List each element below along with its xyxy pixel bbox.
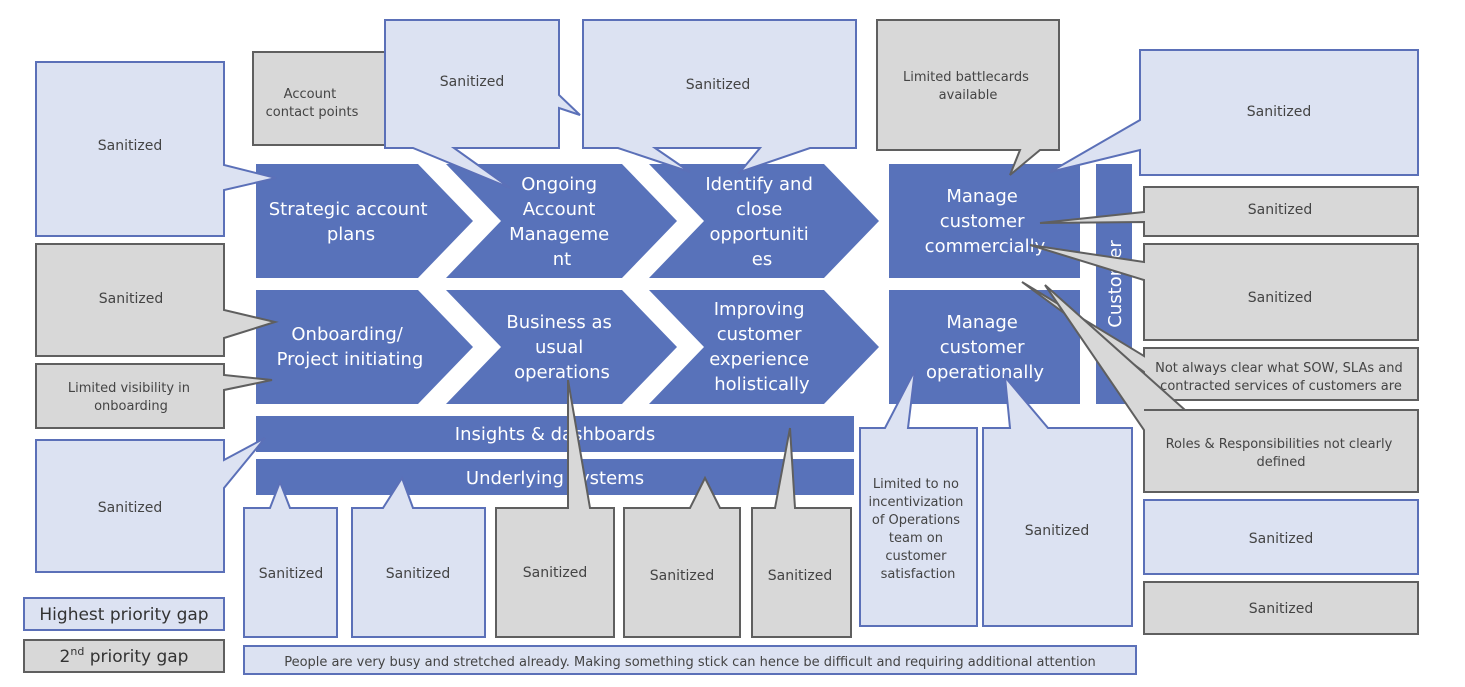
svg-text:Sanitized: Sanitized xyxy=(98,500,162,516)
svg-text:Highest priority gap: Highest priority gap xyxy=(39,605,208,625)
svg-text:Manage customer op: Manage customer operationally xyxy=(926,312,1044,383)
svg-text:Sanitized: Sanitized xyxy=(440,74,504,90)
underlying-systems-bar: Underlying systems xyxy=(256,459,854,495)
svg-text:Sanitized: Sanitized xyxy=(686,77,750,93)
callout-sow-sla-unclear: Not always clear what SOW, SLAs and cont… xyxy=(1021,281,1419,401)
svg-text:Underlying systems: Underlying systems xyxy=(466,468,644,489)
callout-right-grey-1: Sanitized xyxy=(1039,186,1419,237)
svg-text:Onboarding/ Project init: Onboarding/ Project initiating xyxy=(277,324,424,370)
callout-left-grey: Sanitized xyxy=(35,243,279,357)
svg-text:Sanitized: Sanitized xyxy=(1249,601,1313,617)
footer-note: People are very busy and stretched alrea… xyxy=(243,645,1137,675)
callout-right-grey-bottom: Sanitized xyxy=(1143,581,1419,635)
callout-right-grey-2: Sanitized xyxy=(1029,243,1419,341)
svg-text:Manage customer co: Manage customer commercially xyxy=(925,186,1046,257)
callout-operations: Sanitized xyxy=(982,373,1133,627)
svg-text:Sanitized: Sanitized xyxy=(650,568,714,584)
callout-roles-responsibilities: Roles & Responsibilities not clearly def… xyxy=(1044,284,1419,493)
process-identify-and-close-opportunities: Identify and close opportuniti es xyxy=(649,164,879,278)
legend-second-priority: 2nd priority gap xyxy=(23,639,225,673)
svg-text:Sanitized: Sanitized xyxy=(1025,523,1089,539)
callout-bottom-5: Sanitized xyxy=(751,427,852,638)
svg-text:Customer: Customer xyxy=(1105,240,1126,328)
svg-text:Improving customer: Improving customer experience holistical… xyxy=(709,299,815,395)
callout-bottom-1: Sanitized xyxy=(243,479,338,638)
svg-text:2nd priority gap: 2nd priority gap xyxy=(60,645,189,667)
process-improving-customer-experience: Improving customer experience holistical… xyxy=(649,290,879,404)
callout-right-blue-bottom: Sanitized xyxy=(1143,499,1419,575)
callout-limited-battlecards: Limited battlecards available xyxy=(876,19,1060,176)
callout-top-ongoing: Sanitized xyxy=(384,19,581,189)
svg-text:People are very busy and stret: People are very busy and stretched alrea… xyxy=(284,655,1096,670)
process-manage-customer-operationally: Manage customer operationally xyxy=(889,290,1080,404)
svg-text:Sanitized: Sanitized xyxy=(523,565,587,581)
legend-highest-priority: Highest priority gap xyxy=(23,597,225,631)
svg-text:Sanitized: Sanitized xyxy=(386,566,450,582)
insights-dashboards-bar: Insights & dashboards xyxy=(256,416,854,452)
svg-text:Sanitized: Sanitized xyxy=(98,138,162,154)
svg-text:Sanitized: Sanitized xyxy=(1249,531,1313,547)
callout-limited-incentivization: Limited to no incentivization of Operati… xyxy=(859,369,978,627)
callout-top-identify: Sanitized xyxy=(582,19,857,175)
callout-bottom-4: Sanitized xyxy=(623,475,741,638)
svg-text:Sanitized: Sanitized xyxy=(1247,104,1311,120)
process-business-as-usual-operations: Business as usual operations xyxy=(446,290,677,404)
svg-text:Roles & Responsibilities not c: Roles & Responsibilities not clearly def… xyxy=(1166,437,1397,470)
svg-text:Sanitized: Sanitized xyxy=(1248,290,1312,306)
callout-bottom-3: Sanitized xyxy=(495,379,615,638)
svg-text:Business as usual: Business as usual operations xyxy=(506,312,617,383)
svg-text:Account contact points: Account contact points xyxy=(266,87,359,120)
callout-account-contact-points: Account contact points xyxy=(252,51,397,146)
svg-text:Sanitized: Sanitized xyxy=(259,566,323,582)
process-manage-customer-commercially: Manage customer commercially xyxy=(889,164,1080,278)
svg-text:Ongoing Account Ma: Ongoing Account Manageme nt xyxy=(509,174,615,270)
svg-text:Identify and close: Identify and close opportuniti es xyxy=(705,174,818,270)
callout-left-top: Sanitized xyxy=(35,61,277,237)
svg-text:Limited to no incentiviz: Limited to no incentivization of Operati… xyxy=(868,477,967,582)
callout-right-top: Sanitized xyxy=(1049,49,1419,176)
process-ongoing-account-management: Ongoing Account Manageme nt xyxy=(446,164,677,278)
svg-text:Sanitized: Sanitized xyxy=(1248,202,1312,218)
svg-text:Limited visibility in on: Limited visibility in onboarding xyxy=(68,381,194,414)
process-onboarding-project-initiating: Onboarding/ Project initiating xyxy=(256,290,473,404)
callout-limited-visibility-onboarding: Limited visibility in onboarding xyxy=(35,363,273,429)
callout-left-bottom: Sanitized xyxy=(35,437,266,573)
svg-text:Insights & dashboards: Insights & dashboards xyxy=(455,424,655,445)
svg-text:Strategic account plans: Strategic account plans xyxy=(269,199,434,245)
callout-bottom-2: Sanitized xyxy=(351,475,486,638)
svg-text:Limited battlecards avai: Limited battlecards available xyxy=(903,70,1033,103)
svg-text:Sanitized: Sanitized xyxy=(99,291,163,307)
svg-text:Sanitized: Sanitized xyxy=(768,568,832,584)
process-strategic-account-plans: Strategic account plans xyxy=(256,164,473,278)
svg-text:Not always clear what SOW, SLA: Not always clear what SOW, SLAs and cont… xyxy=(1155,361,1407,394)
